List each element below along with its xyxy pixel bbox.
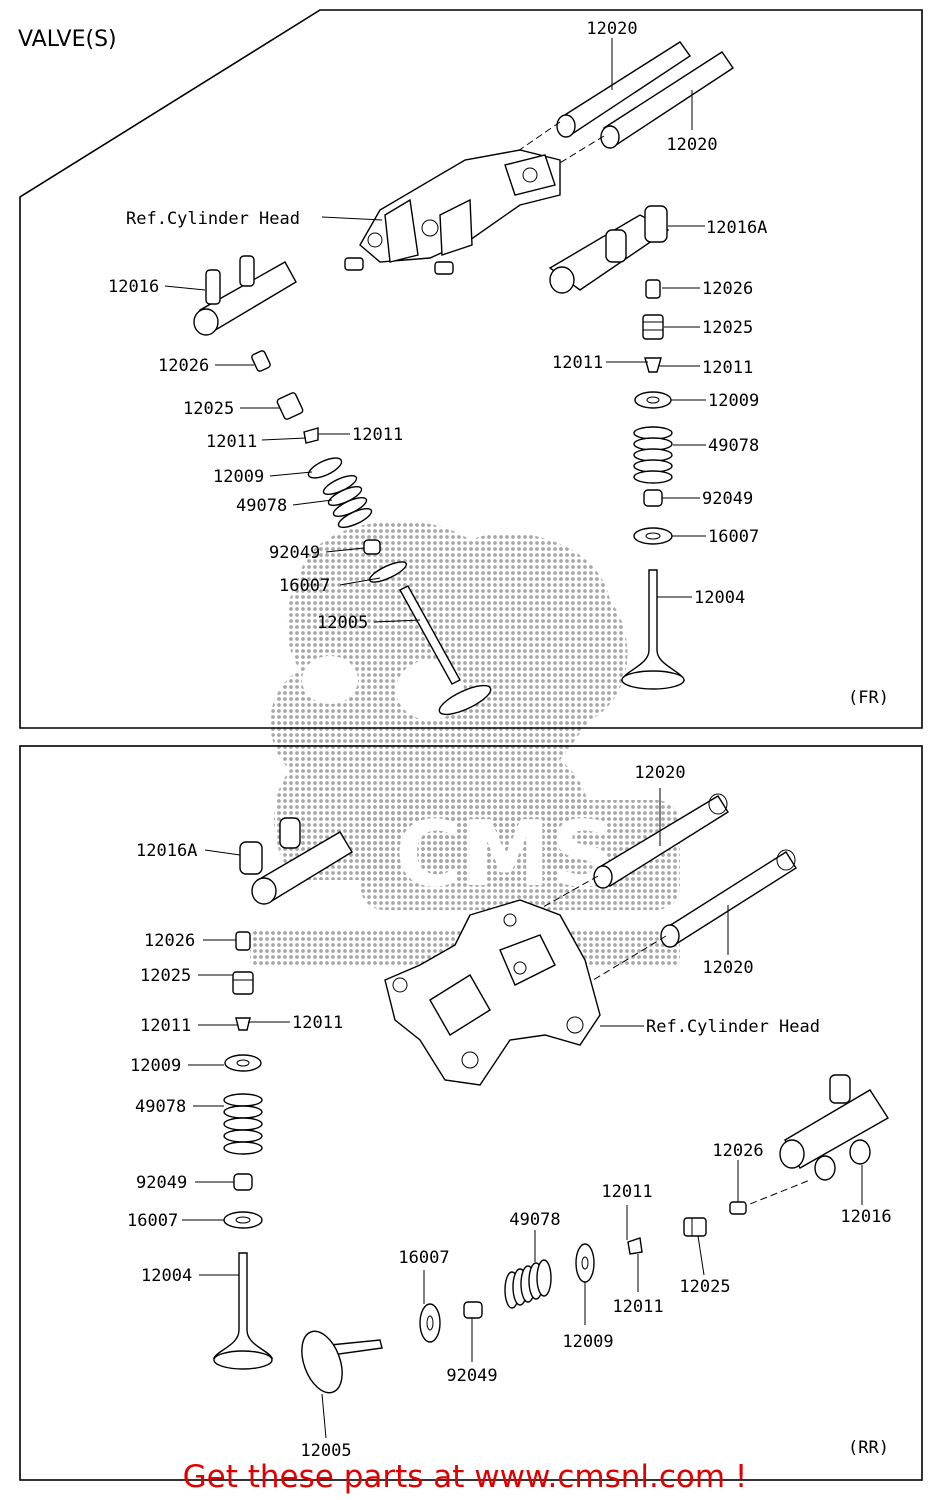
label-rear-tappet-right: 12025 [679, 1277, 730, 1297]
label-front-retainer-left: 12009 [213, 467, 264, 487]
label-rear-seat-right: 16007 [398, 1248, 449, 1268]
label-rear-retainer-left: 12009 [130, 1056, 181, 1076]
label-rear-shim-left: 12026 [144, 931, 195, 951]
label-rear-keeper-right-a: 12011 [601, 1182, 652, 1202]
label-rear-shim-right: 12026 [712, 1141, 763, 1161]
label-front-seal-right: 92049 [702, 489, 753, 509]
watermark-text: CMS [395, 802, 615, 907]
label-front-shim-right: 12026 [702, 279, 753, 299]
label-front-tappet-right: 12025 [702, 318, 753, 338]
rear-left-spring [223, 1093, 263, 1155]
rear-right-spring [504, 1259, 552, 1309]
label-rear-rocker-right: 12016 [840, 1207, 891, 1227]
rear-section-tag: (RR) [848, 1438, 889, 1458]
label-front-tappet-left: 12025 [183, 399, 234, 419]
front-right-spring [633, 426, 673, 484]
label-front-keeper-left-b: 12011 [352, 425, 403, 445]
rear-rocker-12016 [779, 1074, 889, 1181]
label-rear-seal-right: 92049 [446, 1366, 497, 1386]
label-front-seat-right: 16007 [708, 527, 759, 547]
label-rear-valve-right: 12005 [300, 1441, 351, 1461]
front-right-valve-stack [620, 279, 686, 690]
front-leaders [164, 38, 706, 623]
label-front-keeper-right-a: 12011 [552, 353, 603, 373]
footer-promo-link[interactable]: Get these parts at www.cmsnl.com ! [183, 1459, 748, 1495]
label-rear-valve-left: 12004 [141, 1266, 192, 1286]
label-front-shaft-top: 12020 [586, 19, 637, 39]
front-section: 12020 12020 Ref.Cylinder Head 12016A 120… [19, 9, 923, 729]
rear-leaders [182, 788, 863, 1439]
label-rear-spring-right: 49078 [509, 1210, 560, 1230]
label-front-seal-left: 92049 [269, 543, 320, 563]
label-front-spring-left: 49078 [236, 496, 287, 516]
label-rear-keeper-left-b: 12011 [292, 1013, 343, 1033]
label-front-keeper-right-b: 12011 [702, 358, 753, 378]
label-rear-seal-left: 92049 [136, 1173, 187, 1193]
front-cylinder-head [344, 149, 561, 275]
label-rear-tappet-left: 12025 [140, 966, 191, 986]
rear-cylinder-head [384, 899, 601, 1086]
label-rear-spring-left: 49078 [135, 1097, 186, 1117]
label-front-valve-right: 12004 [694, 588, 745, 608]
rear-right-valve-stack [301, 1179, 811, 1394]
page-title: VALVE(S) [18, 27, 117, 52]
rear-shafts [519, 793, 797, 986]
front-shafts [504, 41, 734, 173]
rear-rocker-12016A [239, 817, 353, 905]
label-rear-seat-left: 16007 [127, 1211, 178, 1231]
label-front-seat-left: 16007 [279, 576, 330, 596]
front-rocker-12016A [548, 205, 670, 294]
label-front-rocker-left: 12016 [108, 277, 159, 297]
rear-section: 12020 12020 Ref.Cylinder Head 12016A 120… [19, 745, 923, 1481]
label-front-valve-left: 12005 [317, 613, 368, 633]
label-front-spring-right: 49078 [708, 436, 759, 456]
label-rear-shaft-bottom: 12020 [702, 958, 753, 978]
rear-left-valve-stack [212, 931, 274, 1370]
label-front-rocker-right: 12016A [706, 218, 767, 238]
front-section-tag: (FR) [848, 688, 889, 708]
front-left-valve-stack [251, 350, 492, 716]
label-front-retainer-right: 12009 [708, 391, 759, 411]
label-front-shim-left: 12026 [158, 356, 209, 376]
rear-frame [19, 745, 923, 1481]
label-rear-rocker-left: 12016A [136, 841, 197, 861]
label-rear-retainer-right: 12009 [562, 1332, 613, 1352]
label-front-shaft-bottom: 12020 [666, 135, 717, 155]
label-front-cylinder-head: Ref.Cylinder Head [126, 209, 300, 229]
label-rear-cylinder-head: Ref.Cylinder Head [646, 1017, 820, 1037]
front-left-spring [322, 474, 373, 529]
label-rear-keeper-right-b: 12011 [612, 1297, 663, 1317]
label-rear-keeper-left-a: 12011 [140, 1016, 191, 1036]
front-rocker-12016 [193, 255, 297, 336]
front-frame [19, 9, 923, 729]
label-front-keeper-left-a: 12011 [206, 432, 257, 452]
label-rear-shaft-top: 12020 [634, 763, 685, 783]
